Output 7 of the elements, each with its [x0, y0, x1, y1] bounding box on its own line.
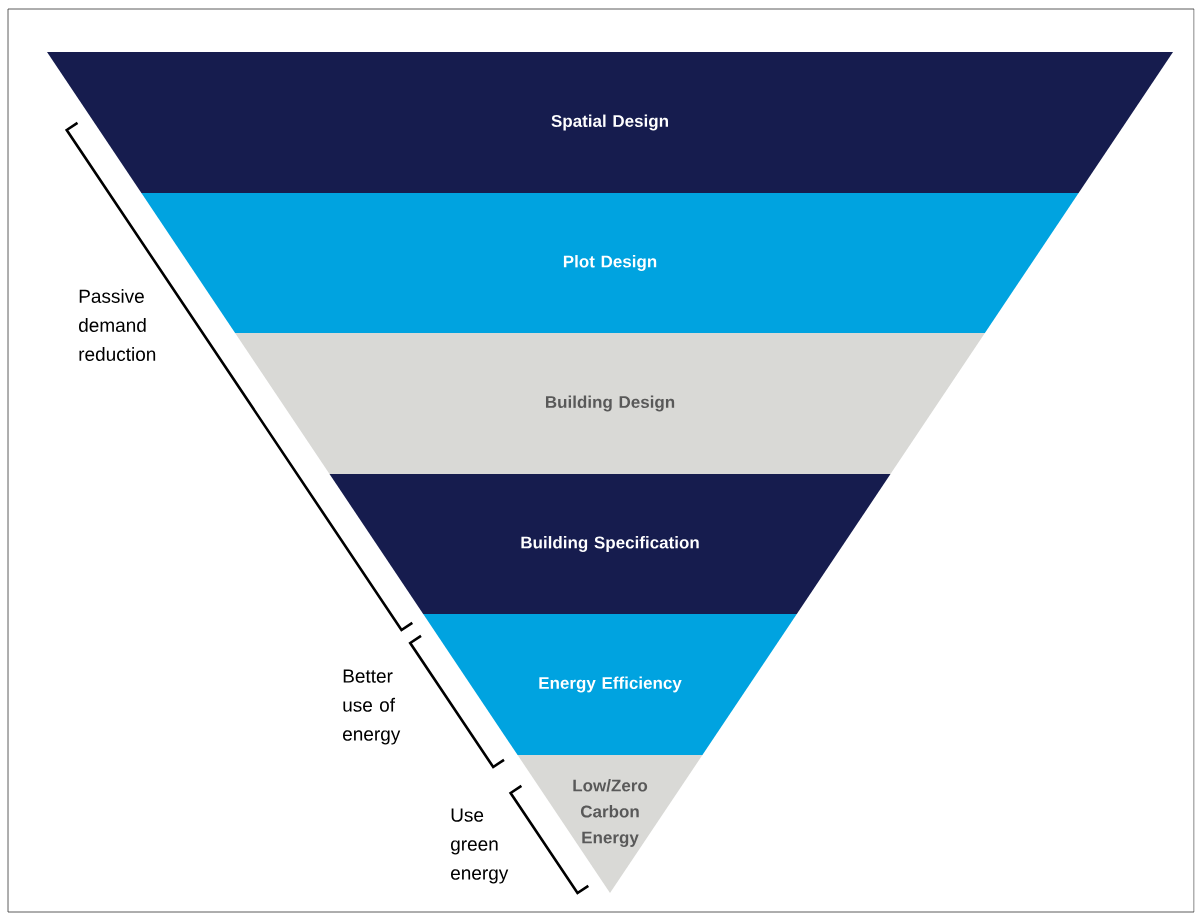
- bracket-label: Use green energy: [451, 808, 509, 884]
- funnel-band: Building Specification: [329, 474, 891, 614]
- funnel-band: Building Design: [235, 333, 985, 474]
- bracket-label: Better use of energy: [343, 669, 401, 745]
- funnel-band: Energy Efficiency: [423, 614, 797, 755]
- funnel-band: Spatial Design: [47, 52, 1173, 193]
- funnel-band: Low/Zero Carbon Energy: [517, 755, 703, 893]
